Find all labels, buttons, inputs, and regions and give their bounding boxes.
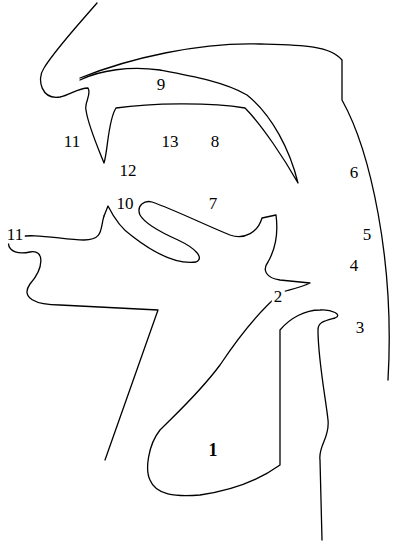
callout-number: 1 <box>207 440 220 460</box>
callout-number: 12 <box>118 161 139 180</box>
callout-number: 9 <box>155 75 168 94</box>
callout-number: 8 <box>209 132 222 151</box>
callout-number: 3 <box>354 318 367 337</box>
callout-number: 4 <box>348 256 361 275</box>
callout-number: 2 <box>272 287 285 306</box>
nasal-roof <box>80 44 389 380</box>
callout-number: 13 <box>160 132 181 151</box>
callout-number: 11 <box>5 225 25 244</box>
callout-number: 10 <box>115 194 136 213</box>
upper-outline <box>41 3 298 183</box>
callout-number: 7 <box>207 194 220 213</box>
lower-jaw <box>9 216 158 460</box>
callout-number: 5 <box>361 225 374 244</box>
tongue <box>104 202 338 540</box>
callout-number: 11 <box>62 132 82 151</box>
callout-number: 6 <box>348 163 361 182</box>
